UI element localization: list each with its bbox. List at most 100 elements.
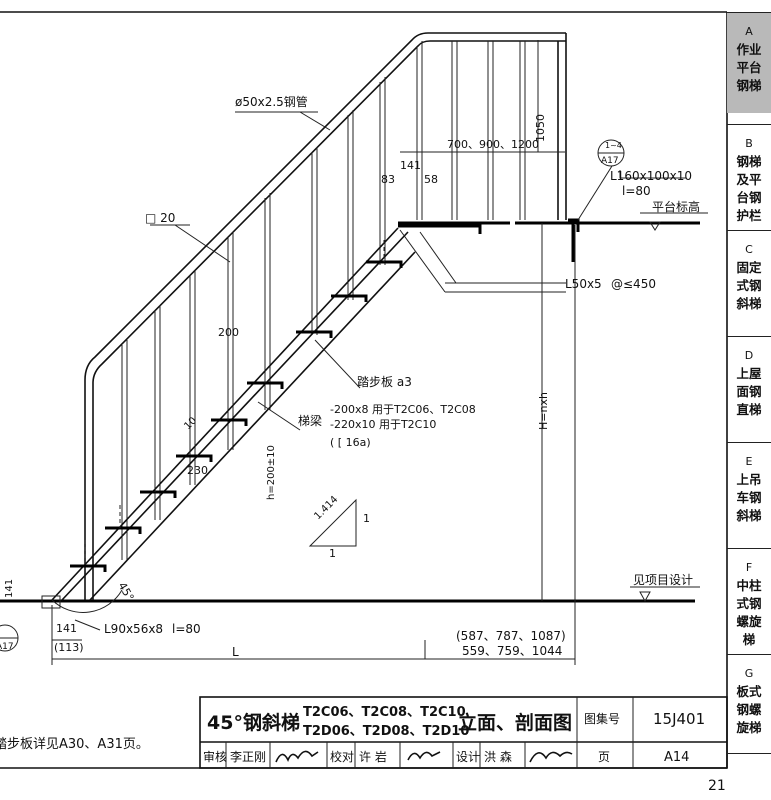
signature-designer	[529, 751, 573, 763]
leader-angle-top	[619, 170, 686, 179]
label-slope: 1.414	[312, 494, 340, 522]
reviewer-name: 李正刚	[230, 749, 266, 764]
designer-name: 洪 森	[484, 749, 512, 764]
platform-mark	[649, 221, 661, 231]
base-plate	[41, 595, 61, 609]
label-113: (113)	[54, 641, 84, 654]
left-note-fragment: 踏步板详见A30、A31页。	[0, 737, 149, 752]
label-beam-1: -200x8 用于T2C06、T2C08	[330, 403, 476, 416]
label-angle-top-1: L160x100x10	[610, 169, 692, 183]
detail-no-top: 1~4	[605, 141, 622, 150]
tab-letter: F	[745, 561, 753, 574]
atlas-no: 15J401	[653, 710, 705, 728]
title-main: 45°钢斜梯	[207, 711, 300, 734]
title-models-2: T2D06、T2D08、T2D10	[303, 724, 469, 739]
label-square: □ 20	[145, 211, 175, 225]
treads	[70, 224, 482, 572]
signature-reviewer	[275, 750, 319, 763]
detail-ref-top: A17	[601, 156, 619, 166]
tab-letter: A	[745, 25, 753, 38]
label-wid-b: 559、759、1044	[462, 644, 562, 658]
label-141c: 141	[4, 579, 15, 598]
page-label: 页	[598, 750, 610, 764]
page-no: A14	[664, 750, 689, 765]
label-one-a: 1	[363, 512, 370, 525]
label-h-step: h=200±10	[266, 445, 277, 500]
label-pipe: ø50x2.5钢管	[235, 94, 308, 109]
label-beam-2: -220x10 用于T2C10	[330, 418, 436, 431]
sq-leader-2	[174, 224, 231, 263]
label-tread: 踏步板 a3	[357, 375, 412, 389]
angle-arc	[51, 589, 123, 613]
label-wid-a: (587、787、1087)	[456, 629, 566, 643]
label-141: 141	[400, 159, 421, 172]
title-models-1: T2C06、T2C08、T2C10	[303, 705, 466, 720]
tab-name: 上屋面钢直梯	[736, 366, 762, 417]
label-200: 200	[218, 326, 239, 339]
tab-name: 作业平台钢梯	[736, 42, 762, 93]
tab-name: 上吊车钢斜梯	[736, 472, 762, 523]
label-58: 58	[424, 173, 438, 186]
label-141b: 141	[56, 622, 77, 635]
tab-c[interactable]: C 固定式钢斜梯	[727, 230, 771, 337]
pipe-leader-2	[299, 111, 331, 131]
tab-letter: B	[745, 137, 753, 150]
tab-name: 中柱式钢螺旋梯	[736, 578, 762, 647]
checker-name: 许 岩	[359, 749, 387, 764]
beam-leader	[257, 401, 301, 431]
label-platform: 平台标高	[652, 199, 700, 214]
label-see-project: 见项目设计	[633, 573, 693, 587]
tab-g[interactable]: G 板式钢螺旋梯	[727, 654, 771, 754]
stringer-bottom	[89, 251, 416, 601]
detail-callout-bottom	[0, 624, 19, 652]
label-angle-bot-1: L90x56x8	[104, 622, 163, 636]
tab-f[interactable]: F 中柱式钢螺旋梯	[727, 548, 771, 655]
detail-callout-top	[597, 139, 625, 167]
label-10: 10	[182, 415, 199, 432]
floor-mark	[639, 591, 651, 603]
handrail-outer	[84, 32, 566, 600]
platform-angle	[568, 218, 580, 262]
tab-name: 板式钢螺旋梯	[736, 684, 762, 735]
label-L: L	[232, 645, 239, 659]
title-block	[199, 696, 728, 769]
tab-d[interactable]: D 上屋面钢直梯	[727, 336, 771, 443]
title-tail: 立面、剖面图	[458, 711, 572, 734]
label-beam-3: ( [ 16a)	[330, 436, 371, 449]
stringer-top	[51, 227, 399, 601]
label-widths: 700、900、1200	[447, 138, 539, 151]
slope-triangle	[308, 498, 357, 547]
bot-angle-leader	[74, 619, 101, 631]
label-spacing: @≤450	[611, 277, 656, 291]
label-83: 83	[381, 173, 395, 186]
leader-angle-top-2	[577, 165, 613, 221]
label-angle-top-2: l=80	[622, 184, 651, 198]
brace-3	[419, 231, 457, 284]
tab-a[interactable]: A 作业平台钢梯	[727, 12, 771, 113]
handrail-inner	[92, 40, 566, 600]
stringer-mid	[61, 231, 409, 601]
balusters	[121, 41, 526, 560]
label-angle-bot-2: l=80	[172, 622, 201, 636]
label-230: 230	[187, 464, 208, 477]
label-angle-mid: L50x5	[565, 277, 602, 291]
tab-letter: E	[745, 455, 753, 468]
tab-letter: G	[744, 667, 754, 680]
tab-e[interactable]: E 上吊车钢斜梯	[727, 442, 771, 549]
hidden-lines	[84, 240, 385, 566]
tab-name: 固定式钢斜梯	[736, 260, 762, 311]
tab-letter: D	[744, 349, 754, 362]
label-height: H=nxh	[537, 392, 550, 430]
brace-1	[399, 229, 446, 293]
label-beam: 梯梁	[298, 413, 322, 428]
atlas-label: 图集号	[584, 711, 620, 726]
tab-name: 钢梯及平台钢护栏	[736, 154, 762, 223]
page-number: 21	[708, 778, 726, 794]
signature-checker	[407, 751, 441, 761]
detail-ref-bottom: A17	[0, 642, 14, 652]
tab-letter: C	[745, 243, 753, 256]
tab-b[interactable]: B 钢梯及平台钢护栏	[727, 124, 771, 231]
label-one-b: 1	[329, 547, 336, 560]
check-label: 校对	[330, 749, 354, 764]
